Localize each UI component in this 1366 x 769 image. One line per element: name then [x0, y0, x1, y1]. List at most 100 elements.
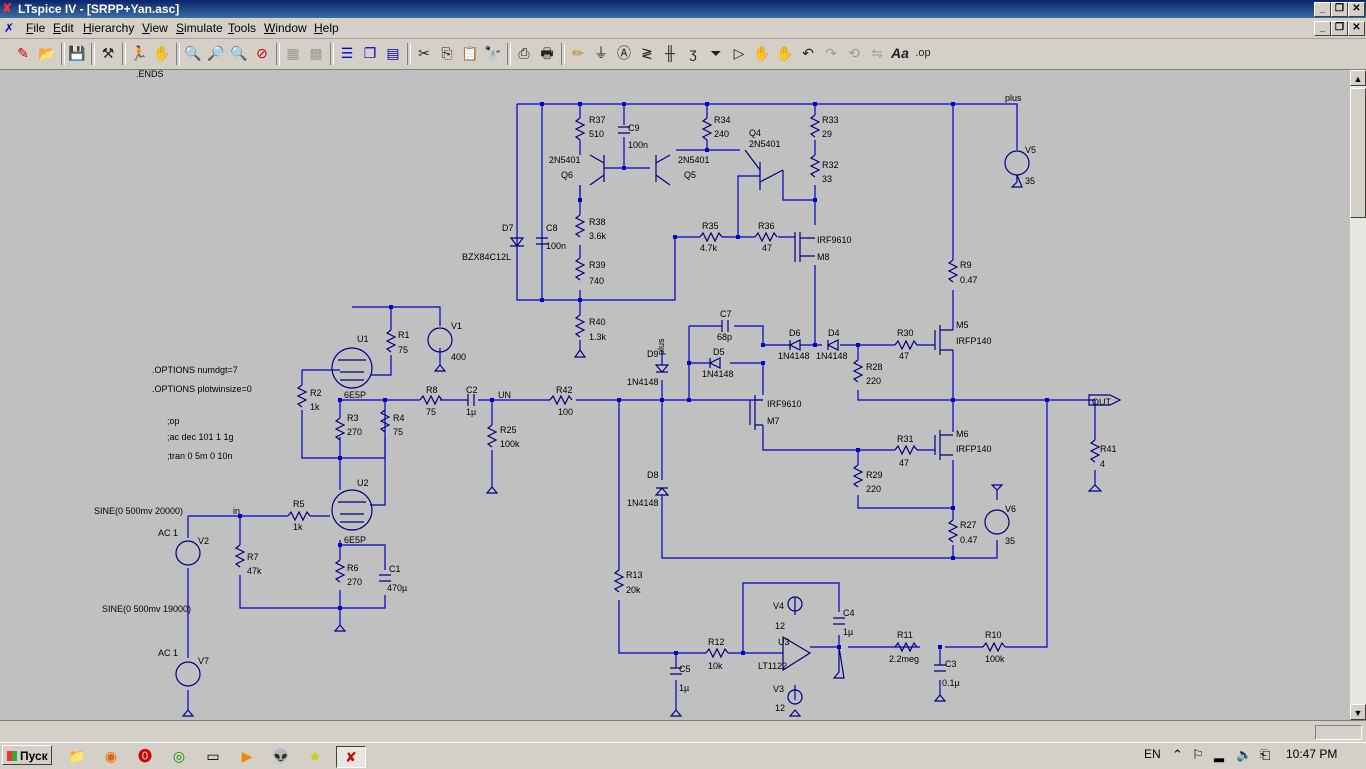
- menu-window[interactable]: Window: [264, 21, 307, 35]
- restore-button[interactable]: ❐: [1331, 2, 1348, 17]
- value-D6: 1N4148: [778, 351, 810, 361]
- source-V7: [175, 661, 201, 687]
- alien-app-icon[interactable]: 👽: [272, 748, 290, 764]
- label-R12: R12: [708, 637, 725, 647]
- move-icon[interactable]: ✋: [753, 45, 771, 61]
- value-R5: 1k: [293, 522, 303, 532]
- signal-icon[interactable]: ▂: [1214, 747, 1224, 762]
- language-indicator[interactable]: EN: [1144, 747, 1161, 761]
- volume-icon[interactable]: 🔈: [1236, 747, 1253, 762]
- redo-icon[interactable]: ↷: [825, 45, 837, 61]
- tile-vertical-icon[interactable]: ▤: [386, 45, 400, 61]
- menu-file[interactable]: File: [26, 21, 46, 35]
- menu-edit[interactable]: Edit: [53, 21, 74, 35]
- doc-restore-button[interactable]: ❐: [1331, 21, 1348, 36]
- minimize-button[interactable]: _: [1314, 2, 1331, 17]
- doc-close-button[interactable]: ✕: [1348, 21, 1365, 36]
- firefox-icon[interactable]: ◉: [104, 748, 118, 764]
- output-components: [654, 150, 1122, 702]
- chrome-icon[interactable]: ◎: [172, 748, 186, 764]
- menu-tools[interactable]: Tools: [228, 21, 257, 35]
- zoom-fit-icon[interactable]: ⊘: [256, 45, 268, 61]
- cascade-icon[interactable]: ❐: [363, 45, 377, 61]
- cut-icon[interactable]: ✂: [418, 45, 430, 61]
- label-R5: R5: [293, 499, 305, 509]
- drag-icon[interactable]: ✋: [776, 45, 794, 61]
- resistor-icon[interactable]: ≷: [641, 45, 653, 61]
- label-R4: R4: [393, 413, 405, 423]
- capacitor-icon[interactable]: ╫: [665, 45, 675, 61]
- print-icon[interactable]: 🖶: [540, 45, 554, 61]
- menu-hierarchy[interactable]: Hierarchy: [83, 21, 135, 35]
- halt-icon[interactable]: ✋: [153, 45, 171, 61]
- scroll-down-arrow-icon[interactable]: ▼: [1350, 704, 1366, 720]
- inductor-icon[interactable]: ʒ: [689, 45, 697, 61]
- menu-view[interactable]: View: [142, 21, 168, 35]
- component-icon[interactable]: ▷: [733, 45, 745, 61]
- resistor-R41: [1089, 439, 1101, 463]
- control-panel-icon[interactable]: ⚒: [101, 45, 115, 61]
- zoom-out-icon[interactable]: 🔍: [230, 45, 248, 61]
- window-app-icon[interactable]: ▭: [206, 748, 220, 764]
- open-folder-icon[interactable]: 📂: [38, 45, 56, 61]
- label-C2: C2: [466, 385, 478, 395]
- autorange-icon[interactable]: ▦: [286, 45, 300, 61]
- find-icon[interactable]: 🔭: [484, 45, 502, 61]
- schematic-canvas[interactable]: .ENDS .OPTIONS numdgt=7 .OPTIONS plotwin…: [0, 70, 1350, 720]
- toolbar-separator: [407, 43, 411, 65]
- ground-icon[interactable]: ⏚: [594, 45, 608, 61]
- wire-icon[interactable]: ✏: [572, 45, 584, 61]
- media-player-icon[interactable]: ▶: [241, 748, 253, 764]
- document-icon[interactable]: ✗: [4, 21, 15, 35]
- ltspice-taskbar-button[interactable]: ✘: [336, 746, 366, 768]
- doc-minimize-button[interactable]: _: [1314, 21, 1331, 36]
- source-V1: [427, 327, 453, 353]
- label-C8: C8: [546, 223, 558, 233]
- scroll-up-arrow-icon[interactable]: ▲: [1350, 70, 1366, 86]
- device-icon[interactable]: ⎗: [1260, 747, 1271, 762]
- start-button[interactable]: Пуск: [2, 745, 52, 765]
- undo-icon[interactable]: ↶: [802, 45, 814, 61]
- value-D4: 1N4148: [816, 351, 848, 361]
- save-icon[interactable]: 💾: [68, 45, 86, 61]
- label-net-icon[interactable]: Ⓐ: [617, 45, 631, 61]
- scroll-thumb[interactable]: [1350, 88, 1366, 218]
- menu-simulate[interactable]: Simulate: [176, 21, 223, 35]
- diode-icon[interactable]: ⏷: [710, 45, 722, 61]
- rotate-icon[interactable]: ⟲: [848, 45, 860, 61]
- clock[interactable]: 10:47 PM: [1286, 747, 1338, 761]
- label-R40: R40: [589, 317, 606, 327]
- explorer-icon[interactable]: 📁: [68, 748, 86, 764]
- status-bar: [0, 720, 1366, 743]
- spice-directive-icon[interactable]: .op: [915, 47, 931, 59]
- star-app-icon[interactable]: ★: [308, 748, 322, 764]
- run-icon[interactable]: 🏃: [130, 45, 148, 61]
- pan-icon[interactable]: 🔎: [207, 45, 225, 61]
- tile-horizontal-icon[interactable]: ☰: [340, 45, 354, 61]
- value-R3: 270: [347, 427, 362, 437]
- resistor-R37: [574, 117, 586, 141]
- copy-icon[interactable]: ⎘: [441, 45, 453, 61]
- show-hidden-icons-icon[interactable]: ⌃: [1172, 747, 1183, 762]
- new-schematic-icon[interactable]: ✎: [17, 45, 29, 61]
- paste-icon[interactable]: 📋: [461, 45, 479, 61]
- zoom-in-icon[interactable]: 🔍: [184, 45, 202, 61]
- label-V3: V3: [773, 684, 784, 694]
- opera-icon[interactable]: ⓿: [138, 748, 152, 764]
- toolbar-separator: [276, 43, 280, 65]
- close-button[interactable]: ✕: [1348, 2, 1365, 17]
- grid-icon[interactable]: ▩: [309, 45, 323, 61]
- text-icon[interactable]: Aa: [891, 45, 909, 61]
- resistor-R8: [419, 394, 443, 406]
- print-setup-icon[interactable]: ⎙: [518, 45, 530, 61]
- mirror-icon[interactable]: ⇋: [871, 45, 883, 61]
- resistor-R34: [701, 117, 713, 141]
- label-R37: R37: [589, 115, 606, 125]
- menu-help[interactable]: Help: [314, 21, 339, 35]
- schematic-drawing[interactable]: .ENDS .OPTIONS numdgt=7 .OPTIONS plotwin…: [0, 70, 1350, 720]
- flag-icon[interactable]: ⚐: [1192, 747, 1204, 762]
- value-R8: 75: [426, 407, 436, 417]
- value-R39: 740: [589, 276, 604, 286]
- directive-ends: .ENDS: [136, 70, 164, 79]
- vertical-scrollbar[interactable]: ▲ ▼: [1350, 70, 1366, 720]
